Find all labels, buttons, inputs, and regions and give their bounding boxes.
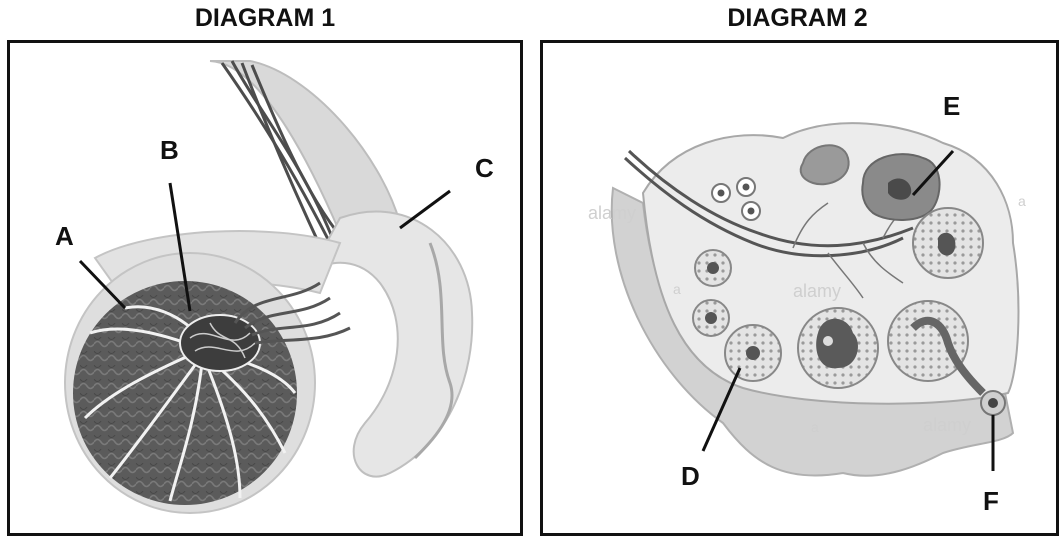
- label-f: F: [983, 486, 999, 517]
- watermark: a: [811, 419, 819, 435]
- mature-follicle: [888, 301, 968, 381]
- label-b: B: [160, 135, 179, 166]
- watermark: alamy: [793, 281, 841, 302]
- watermark: alamy: [588, 203, 636, 224]
- testis-illustration: [10, 43, 520, 533]
- diagram-1-panel: A B C: [7, 40, 523, 536]
- label-e: E: [943, 91, 960, 122]
- watermark: a: [673, 281, 681, 297]
- diagram-2-title: DIAGRAM 2: [540, 4, 1055, 33]
- diagram-1-title: DIAGRAM 1: [10, 4, 520, 33]
- diagram-2-panel: E D F alamy alamy alamy a a a: [540, 40, 1059, 536]
- watermark: a: [1018, 193, 1026, 209]
- watermark: alamy: [923, 415, 971, 436]
- label-c: C: [475, 153, 494, 184]
- label-a: A: [55, 221, 74, 252]
- label-d: D: [681, 461, 700, 492]
- rete-testis: [180, 315, 260, 371]
- seminiferous-tubules: [73, 281, 297, 505]
